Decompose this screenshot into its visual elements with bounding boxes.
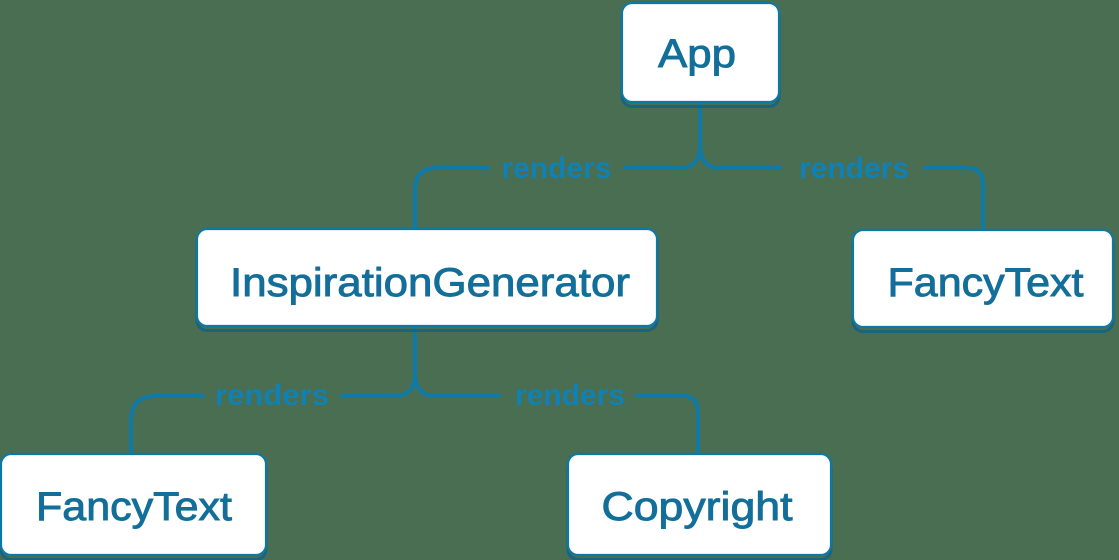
svg-text:Copyright: Copyright — [602, 485, 793, 529]
svg-text:App: App — [658, 32, 736, 76]
svg-text:renders: renders — [502, 152, 612, 185]
svg-text:renders: renders — [799, 152, 909, 185]
svg-text:InspirationGenerator: InspirationGenerator — [230, 261, 630, 305]
svg-text:FancyText: FancyText — [36, 485, 232, 529]
svg-text:FancyText: FancyText — [888, 261, 1084, 305]
svg-text:renders: renders — [215, 379, 329, 412]
svg-text:renders: renders — [515, 379, 625, 412]
